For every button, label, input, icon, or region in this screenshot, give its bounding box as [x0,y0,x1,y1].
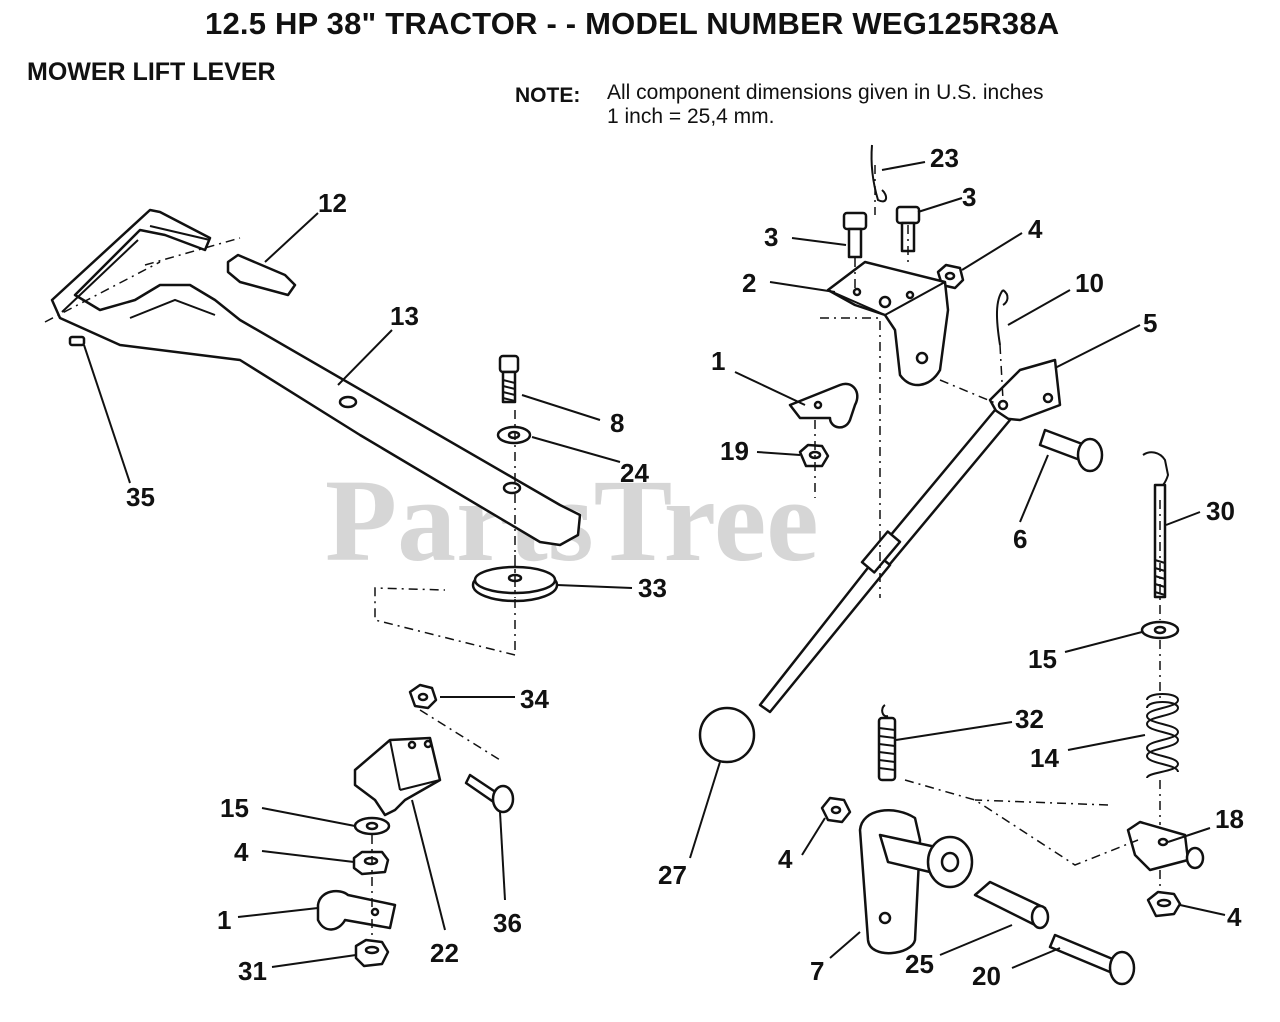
section-title: MOWER LIFT LEVER [27,58,276,86]
part-27-knob[interactable] [698,706,756,764]
part-2-mounting-bracket[interactable] [826,260,950,387]
callout-4-left: 4 [234,837,249,867]
part-6-bolt[interactable] [1038,428,1104,473]
callout-15-right: 15 [1028,644,1057,674]
note-line-2: 1 inch = 25,4 mm. [607,105,775,128]
callout-6: 6 [1013,524,1027,554]
callout-31: 31 [238,956,267,986]
callout-1-right: 1 [711,346,725,376]
part-36-carriage-bolt[interactable] [464,773,515,814]
callout-36: 36 [493,908,522,938]
part-7-lift-link[interactable] [858,809,974,955]
callout-25: 25 [905,949,934,979]
part-8-bolt[interactable] [498,354,520,404]
part-13-lift-lever[interactable] [50,208,582,547]
callout-4-right: 4 [1227,902,1242,932]
part-4-nut-lower[interactable] [820,796,852,824]
callout-14: 14 [1030,743,1059,773]
callout-18: 18 [1215,804,1244,834]
part-10-cotter-pin[interactable] [996,289,1009,346]
callout-7: 7 [810,956,824,986]
callout-12: 12 [318,188,347,218]
callout-27: 27 [658,860,687,890]
part-18-trunnion[interactable] [1126,820,1205,872]
page-title: 12.5 HP 38" TRACTOR - - MODEL NUMBER WEG… [205,6,1060,41]
part-15-washer-left[interactable] [353,816,391,836]
callout-33: 33 [638,573,667,603]
part-5-lift-arm[interactable] [758,358,1062,714]
part-22-bracket[interactable] [353,736,442,817]
part-25-spacer[interactable] [973,880,1050,930]
part-4-nut-left[interactable] [352,850,390,876]
callout-23: 23 [930,143,959,173]
part-3-bolt-left[interactable] [842,211,868,259]
callout-4-top: 4 [1028,214,1043,244]
callout-8: 8 [610,408,624,438]
callout-24: 24 [620,458,649,488]
callout-3-left: 3 [764,222,778,252]
callout-1-left: 1 [217,905,231,935]
part-20-bolt[interactable] [1048,933,1136,986]
callout-22: 22 [430,938,459,968]
part-1-clip-left[interactable] [316,889,397,931]
part-14-spring[interactable] [1145,693,1180,779]
callout-15-left: 15 [220,793,249,823]
part-12-handle-grip[interactable] [226,253,297,297]
note-line-1: All component dimensions given in U.S. i… [607,81,1044,104]
callout-30: 30 [1206,496,1235,526]
part-35-pin[interactable] [68,335,86,347]
callout-19: 19 [720,436,749,466]
callout-35: 35 [126,482,155,512]
callout-2: 2 [742,268,756,298]
part-1-clip-right[interactable] [788,382,859,429]
part-24-washer[interactable] [496,425,532,445]
note-text: All component dimensions given in U.S. i… [607,81,1044,129]
callout-32: 32 [1015,704,1044,734]
callout-4-lower: 4 [778,844,793,874]
callout-5: 5 [1143,308,1157,338]
callout-34: 34 [520,684,549,714]
note-label: NOTE: [515,84,581,107]
part-32-extension-spring[interactable] [877,704,897,782]
part-30-lift-rod[interactable] [1142,451,1170,599]
part-19-nut[interactable] [798,443,830,468]
part-15-washer-right[interactable] [1140,620,1180,640]
callout-10: 10 [1075,268,1104,298]
callout-20: 20 [972,961,1001,991]
part-34-nut[interactable] [408,683,438,710]
part-23-cotter-pin[interactable] [870,144,888,203]
callout-13: 13 [390,301,419,331]
part-31-nut[interactable] [354,938,390,968]
part-4-nut-right[interactable] [1146,890,1182,918]
callout-3-right: 3 [962,182,976,212]
